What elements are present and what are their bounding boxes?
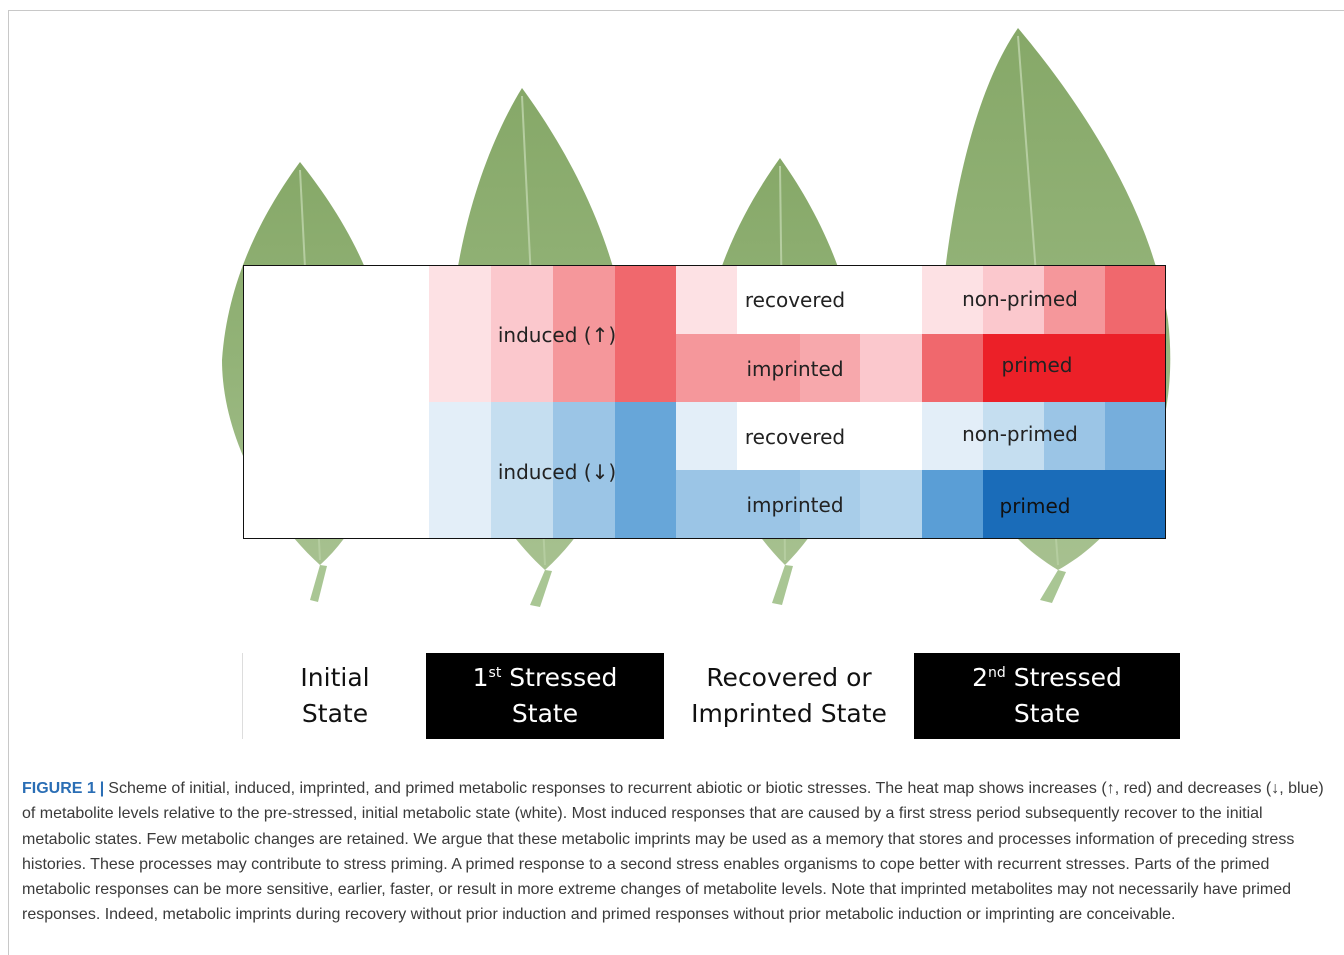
state-second-stressed: 2nd Stressed State [914,653,1180,739]
state-recovered-line2: Imprinted State [691,699,887,728]
state-second-line2: State [1013,699,1081,728]
heatmap-cell [615,266,676,402]
figure-label: FIGURE 1 [22,780,96,797]
heatmap-cell [922,470,983,538]
heatmap-cell [922,402,983,470]
heatmap-cell [1105,266,1165,334]
heat-map: induced (↑) recovered non-primed imprint… [243,265,1166,539]
caption-text: Scheme of initial, induced, imprinted, a… [22,780,1324,924]
heatmap-cell [676,402,737,470]
label-primed-up: primed [1001,353,1073,377]
label-induced-down: induced (↓) [497,460,617,484]
heatmap-cell [553,402,615,538]
figure-caption: FIGURE 1|Scheme of initial, induced, imp… [22,776,1328,928]
state-first-line2: State [511,699,579,728]
heatmap-cell [800,470,862,538]
heatmap-cell [553,266,615,402]
label-nonprimed-down: non-primed [962,422,1078,446]
state-initial-line2: State [301,699,369,728]
state-recovered-imprinted: Recovered or Imprinted State [664,653,914,739]
heatmap-cell [922,266,983,334]
heatmap-cell [1044,266,1105,334]
label-imprinted-up: imprinted [746,357,844,381]
heatmap-cell [1044,402,1105,470]
label-primed-down: primed [999,494,1071,518]
heatmap-cell [983,402,1044,470]
heatmap-cell [983,470,1165,538]
state-second-line1: 2nd Stressed [972,663,1122,692]
state-first-stressed: 1st Stressed State [426,653,664,739]
state-bar: Initial State 1st Stressed State Recover… [242,653,1180,739]
heatmap-cell [491,266,553,402]
heatmap-cell [491,402,553,538]
label-recovered-up: recovered [744,288,846,312]
heatmap-cell [1105,402,1165,470]
heatmap-cell [983,334,1165,402]
heatmap-cell [922,334,983,402]
heatmap-cell [860,470,922,538]
caption-separator: | [99,780,105,797]
heatmap-cell [429,266,491,402]
heatmap-cell [429,402,491,538]
state-initial: Initial State [242,653,427,739]
figure-frame [8,10,1344,955]
heatmap-cell [615,402,676,538]
state-recovered-line1: Recovered or [706,663,872,692]
label-induced-up: induced (↑) [497,323,617,347]
state-initial-line1: Initial [300,663,370,692]
label-recovered-down: recovered [744,425,846,449]
label-imprinted-down: imprinted [746,493,844,517]
state-first-line1: 1st Stressed [472,663,618,692]
heatmap-cell [983,266,1044,334]
heatmap-cell [800,334,862,402]
heatmap-cell [676,266,737,334]
label-nonprimed-up: non-primed [962,287,1078,311]
heatmap-cell [860,334,922,402]
